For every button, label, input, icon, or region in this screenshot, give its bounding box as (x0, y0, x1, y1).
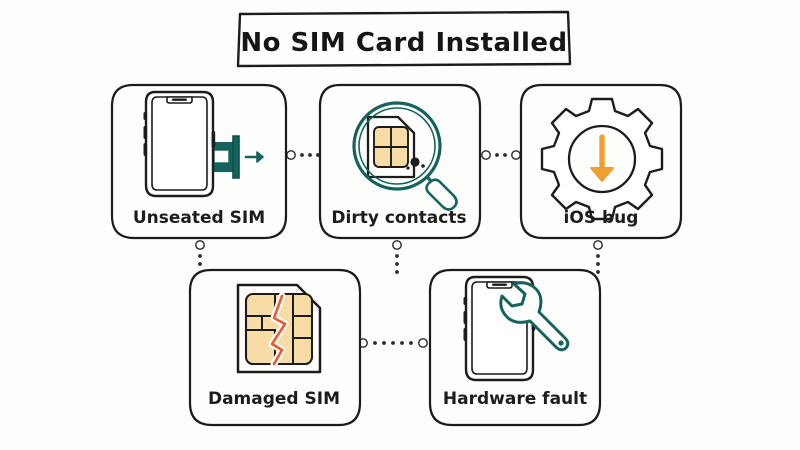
sim-contacts-grid (246, 294, 312, 364)
page-title: No SIM Card Installed (240, 28, 567, 58)
connector-endpoint (511, 150, 521, 160)
connector-dot (382, 341, 386, 345)
phone-button-power (211, 131, 216, 148)
connector-endpoint (593, 240, 603, 250)
phone-wrench-icon (463, 275, 570, 382)
connector-dot (596, 262, 600, 266)
magnifier-lens-inner (358, 107, 436, 185)
card-label-damaged-sim: Damaged SIM (208, 389, 340, 409)
connector-unseated-to-damaged (195, 240, 205, 266)
card-hardware-fault[interactable]: Hardware fault (428, 268, 602, 427)
connector-endpoint (392, 240, 402, 250)
connector-dot (198, 254, 202, 258)
cracked-sim-card-icon (236, 283, 322, 374)
phone-button-mute (143, 112, 148, 120)
title-box: No SIM Card Installed (236, 10, 572, 68)
connector-dot (400, 341, 404, 345)
card-label-unseated-sim: Unseated SIM (133, 208, 265, 228)
phone-speaker (172, 98, 187, 101)
phone-button-volume-up (143, 126, 148, 139)
phone-icon (463, 275, 536, 382)
magnifier-handle (425, 178, 458, 211)
card-label-hardware-fault: Hardware fault (443, 389, 587, 409)
connector-dot (300, 153, 304, 157)
connector-damaged-to-hardware (358, 338, 428, 348)
connector-dot (395, 254, 399, 258)
connector-unseated-to-dirty (286, 150, 320, 160)
connector-endpoint (481, 150, 491, 160)
connector-dirty-to-ios (481, 150, 521, 160)
magnifier-lens (352, 101, 442, 191)
card-damaged-sim[interactable]: Damaged SIM (188, 268, 362, 427)
connector-dot (495, 153, 499, 157)
connector-endpoint (286, 150, 296, 160)
connector-dot (373, 341, 377, 345)
card-ios-bug[interactable]: iOS bug (519, 83, 683, 240)
dirt-speck-icon (406, 166, 410, 170)
connector-dot (391, 341, 395, 345)
connector-ios-to-hardware (593, 240, 603, 274)
connector-dot (596, 254, 600, 258)
phone-button-volume-down (463, 328, 468, 341)
sim-tray-slot (213, 149, 230, 164)
title-box-frame (236, 10, 572, 68)
card-label-ios-bug: iOS bug (564, 208, 639, 228)
connector-dirty-to-damaged (392, 240, 402, 274)
connector-endpoint (418, 338, 428, 348)
phone-speaker (492, 283, 507, 286)
phone-sim-tray-arrow-icon (143, 90, 264, 198)
dirt-speck-icon (410, 157, 420, 167)
connector-dot (198, 262, 202, 266)
crack-line (270, 294, 287, 366)
connector-dot (395, 262, 399, 266)
connector-dot (596, 270, 600, 274)
card-unseated-sim[interactable]: Unseated SIM (110, 83, 288, 240)
phone-button-volume-down (143, 143, 148, 156)
phone-button-mute (463, 297, 468, 305)
phone-button-volume-up (463, 311, 468, 324)
connector-dot (308, 153, 312, 157)
arrow-right-icon (244, 151, 264, 163)
gear-download-arrow-icon (540, 97, 664, 221)
connector-dot (409, 341, 413, 345)
connector-dot (395, 270, 399, 274)
card-dirty-contacts[interactable]: Dirty contacts (318, 83, 482, 240)
wrench-pivot (558, 340, 564, 346)
dirt-speck-icon (421, 164, 425, 168)
sim-card-icon (366, 115, 416, 179)
connector-dot (503, 153, 507, 157)
phone-icon (143, 90, 216, 198)
magnifier-sim-card-icon (352, 101, 458, 211)
sim-tray-end (232, 135, 240, 179)
sim-contacts-grid (374, 127, 408, 167)
wrench-icon (499, 281, 570, 352)
connector-endpoint (195, 240, 205, 250)
card-label-dirty-contacts: Dirty contacts (331, 208, 466, 228)
arrow-down-icon (590, 134, 614, 182)
